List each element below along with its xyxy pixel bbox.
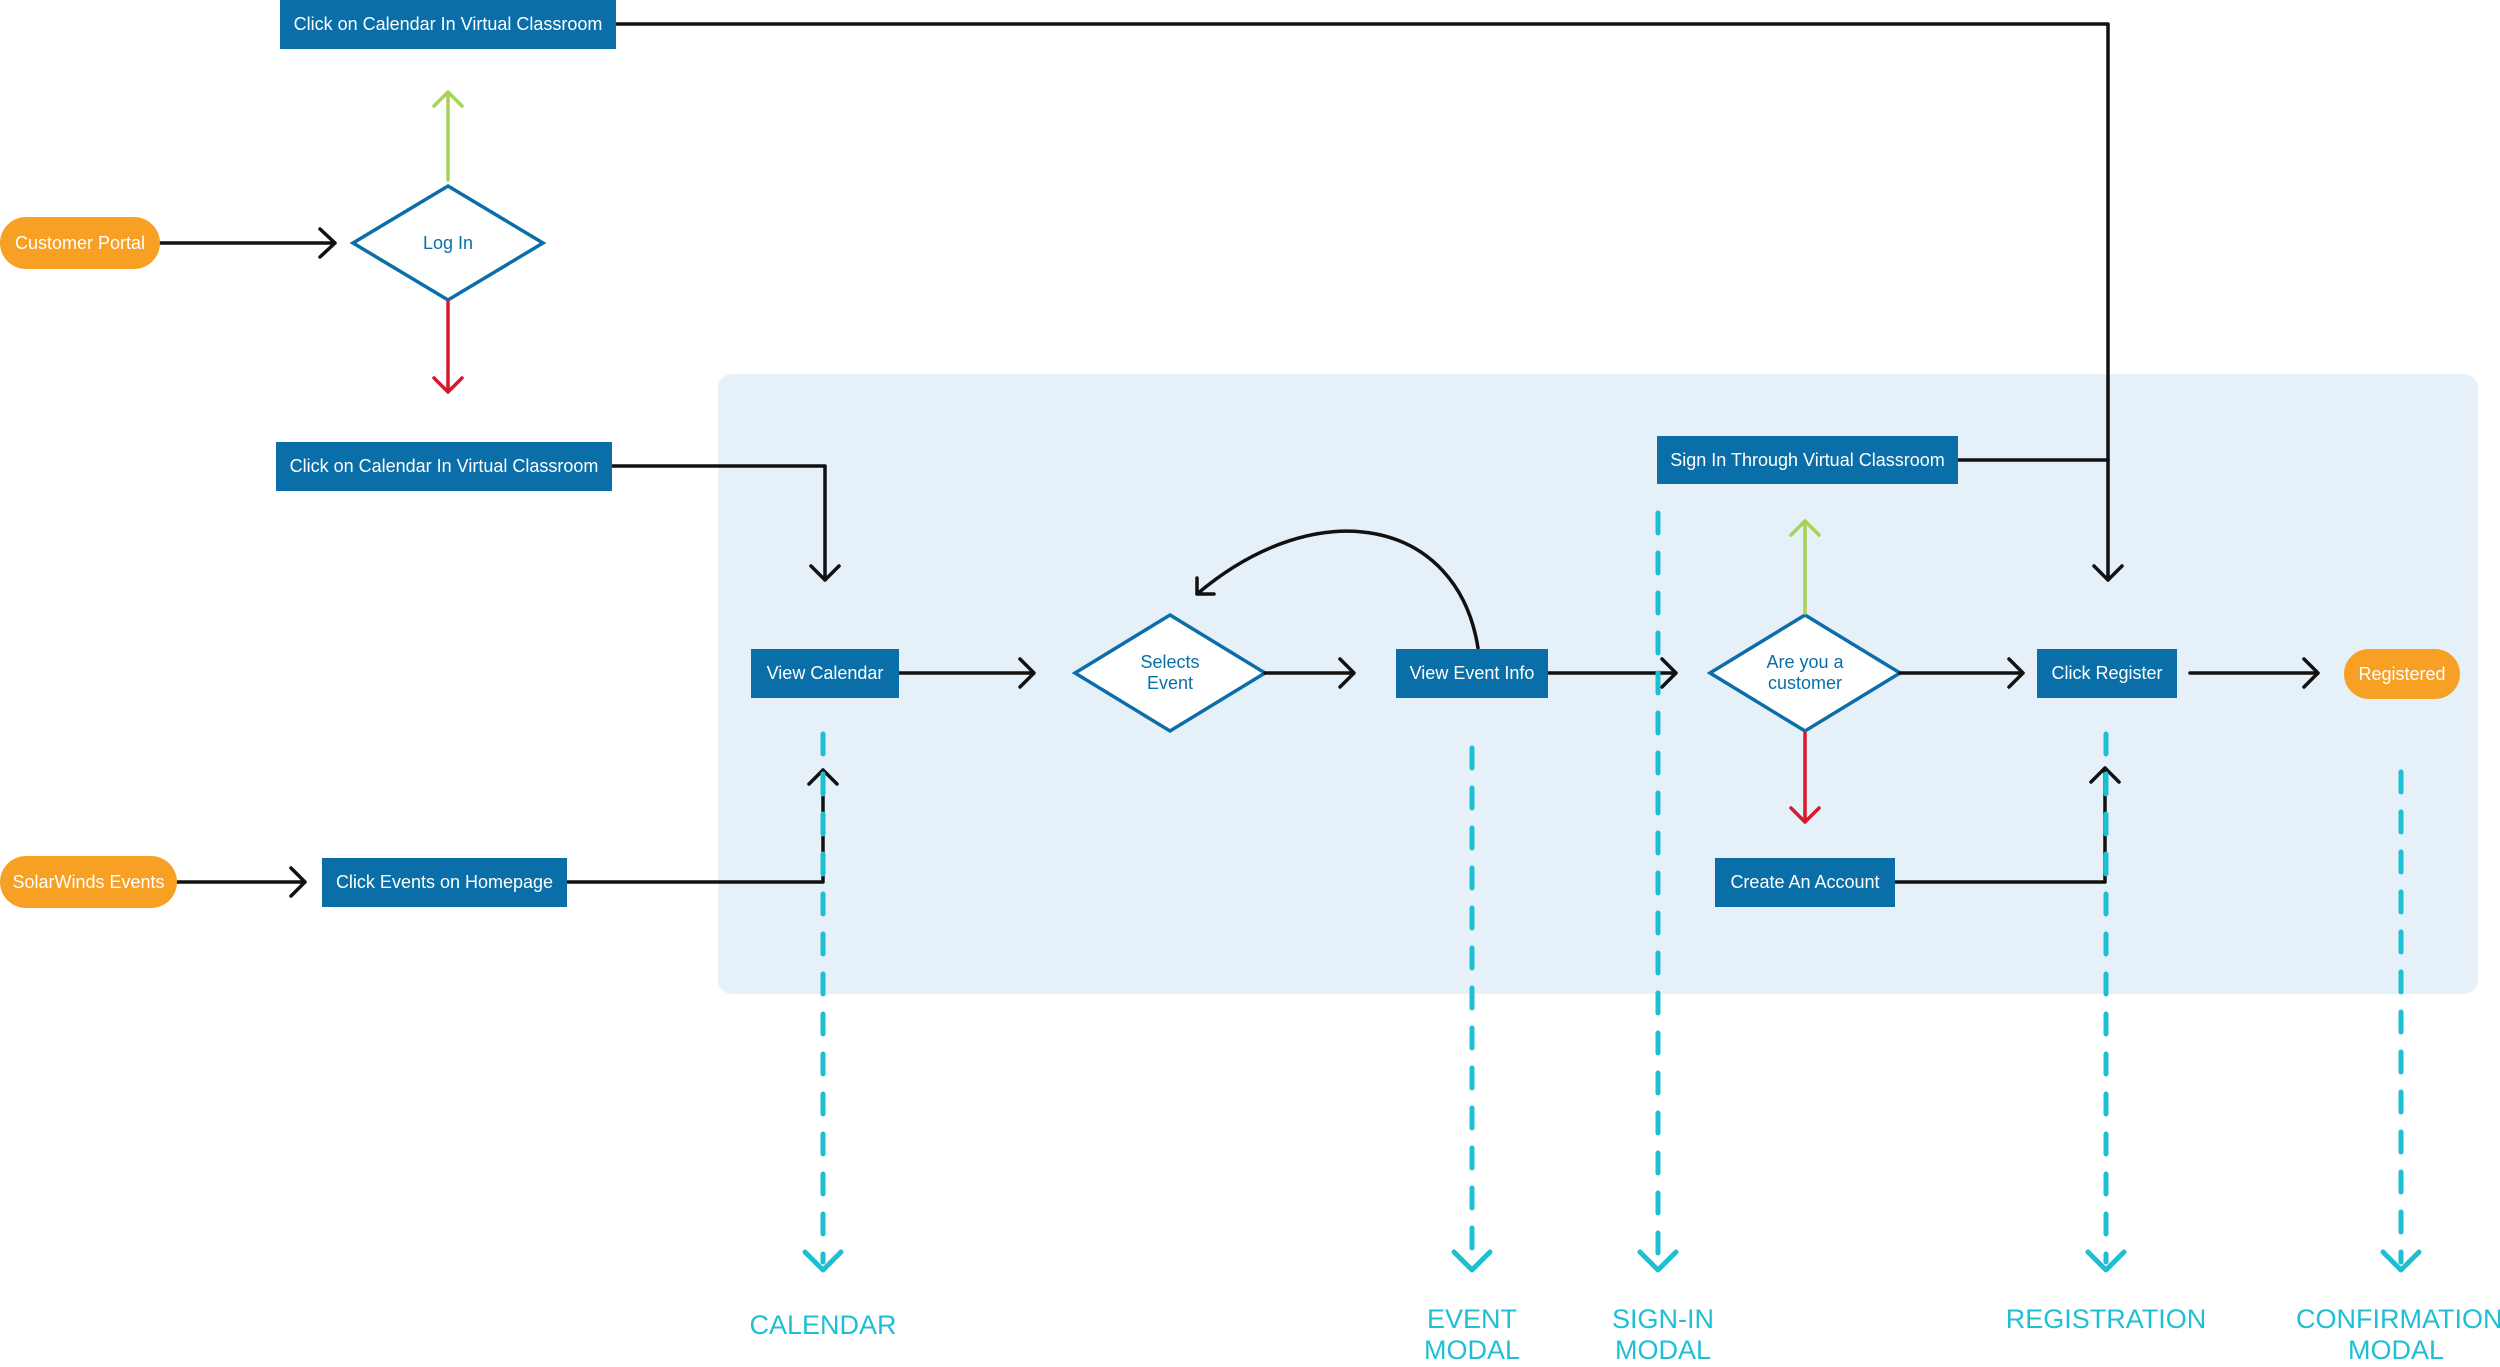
event-modal-lane-line-1: EVENT [1426,1304,1518,1334]
create-account-to-register-connector [1893,766,2121,884]
customer-no-arrow [1789,731,1821,824]
registered-node[interactable]: Registered [2344,649,2460,699]
are-you-customer-label: Are you a customer [1766,652,1844,693]
login-yes-arrow [432,90,464,182]
registration-lane-text: REGISTRATION [2005,1304,2207,1334]
confirmation-modal-lane-label: CONFIRMATION MODAL [2296,1304,2500,1366]
customer-portal-node[interactable]: Customer Portal [0,217,160,269]
view-event-to-customer-connector [1546,657,1678,689]
virtual-classroom-zone [718,374,2478,994]
customer-to-register-connector [1898,657,2025,689]
events-to-homepage-connector [175,866,307,898]
calendar-lane-text: CALENDAR [749,1310,897,1340]
selects-event-label: Selects Event [1140,652,1200,693]
sign-in-modal-lane-line-2: MODAL [1614,1335,1712,1365]
portal-to-login-connector [158,227,337,259]
registration-lane-label: REGISTRATION [1981,1304,2231,1335]
event-modal-lane-line-2: MODAL [1423,1335,1521,1365]
customer-yes-arrow [1789,519,1821,615]
click-calendar-top-box[interactable]: Click on Calendar In Virtual Classroom [280,0,616,49]
log-in-diamond [349,183,547,303]
customer-diamond [1706,612,1904,734]
sign-in-modal-lane-label: SIGN-IN MODAL [1578,1304,1748,1366]
login-no-arrow [432,300,464,394]
mid-calendar-to-view-calendar-connector [610,464,841,582]
click-events-homepage-box[interactable]: Click Events on Homepage [322,858,567,907]
sign-in-modal-lane-line-1: SIGN-IN [1611,1304,1714,1334]
event-modal-lane-arrowhead [1451,1249,1493,1273]
top-calendar-to-register-connector [614,22,2124,582]
selects-event-diamond [1071,612,1269,734]
view-calendar-box[interactable]: View Calendar [751,649,899,698]
calendar-lane-label: CALENDAR [723,1310,923,1341]
click-calendar-mid-box[interactable]: Click on Calendar In Virtual Classroom [276,442,612,491]
registration-lane-arrowhead [2085,1249,2127,1273]
click-register-box[interactable]: Click Register [2037,649,2177,698]
view-event-info-box[interactable]: View Event Info [1396,649,1548,698]
sign-in-virtual-classroom-box[interactable]: Sign In Through Virtual Classroom [1657,436,1958,484]
sign-in-modal-lane-arrowhead [1637,1249,1679,1273]
homepage-to-view-calendar-connector [565,768,839,884]
view-event-loop-connector [1195,529,1480,650]
log-in-label: Log In [422,232,474,253]
selects-to-view-event-connector [1263,657,1356,689]
event-modal-lane-label: EVENT MODAL [1392,1304,1552,1366]
confirmation-modal-lane-line-1: CONFIRMATION [2296,1304,2500,1334]
calendar-lane-arrowhead [802,1249,844,1273]
confirmation-modal-lane-arrowhead [2380,1249,2422,1273]
view-calendar-to-selects-connector [897,657,1036,689]
solarwinds-events-node[interactable]: SolarWinds Events [0,856,177,908]
register-to-registered-connector [2188,657,2320,689]
create-account-box[interactable]: Create An Account [1715,858,1895,907]
confirmation-modal-lane-line-2: MODAL [2347,1335,2445,1365]
